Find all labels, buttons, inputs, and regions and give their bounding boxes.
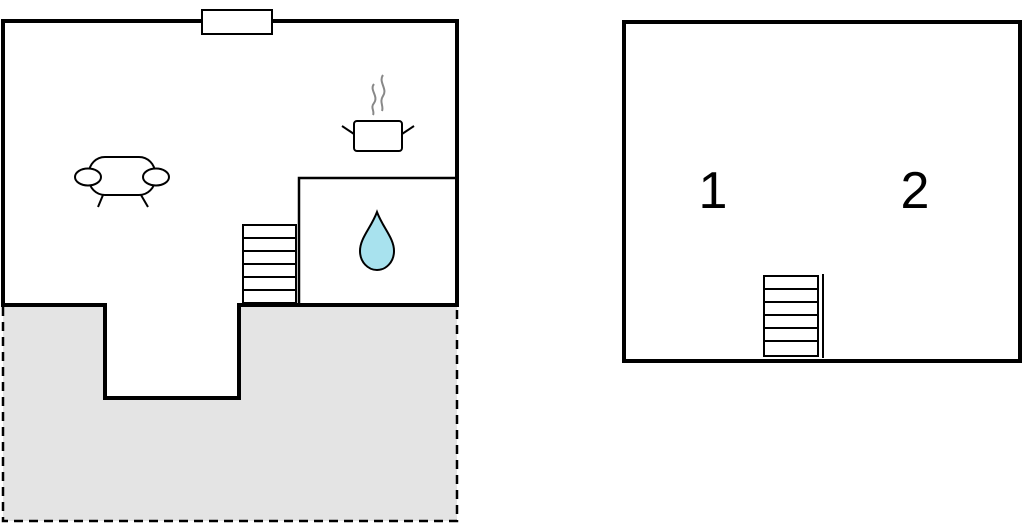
upper-floor: 1 2 [622, 20, 1022, 363]
stairs-icon [763, 274, 824, 358]
stairs-icon [242, 224, 297, 304]
sofa-icon [74, 156, 170, 208]
terrace-area [3, 305, 457, 521]
kitchen-pot-icon [341, 74, 415, 152]
bathroom-partition [297, 176, 457, 303]
room-label-2: 2 [901, 162, 930, 220]
room-label-1: 1 [699, 162, 728, 220]
terrace-outline [1, 307, 459, 523]
ground-floor-walls [1, 19, 459, 400]
ground-floor [1, 9, 459, 523]
window-icon [201, 9, 273, 35]
water-drop-icon [358, 209, 396, 272]
